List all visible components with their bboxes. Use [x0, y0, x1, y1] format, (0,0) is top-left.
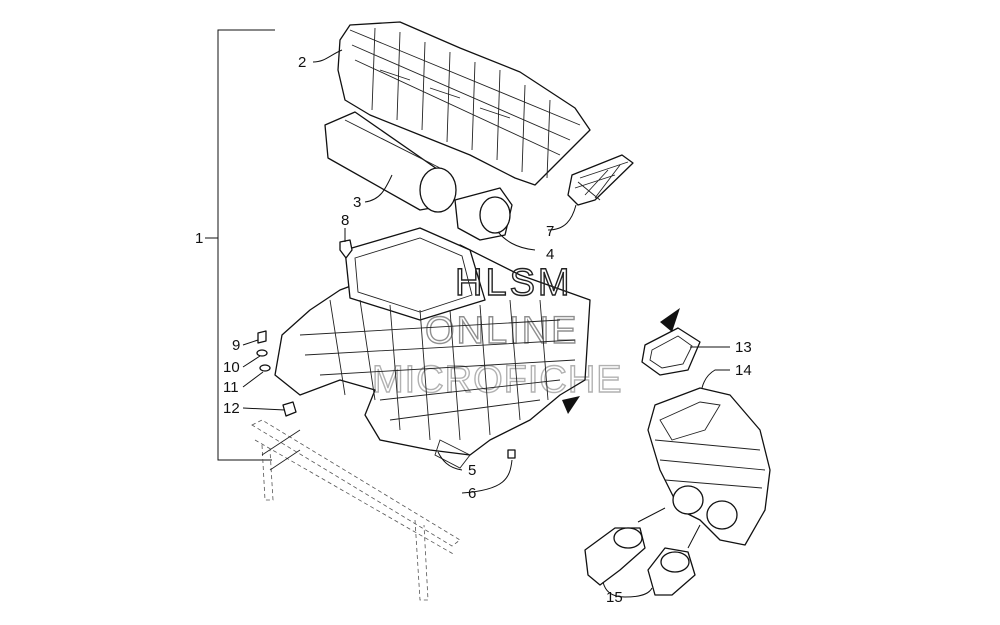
callout-12: 12 — [223, 400, 240, 417]
callout-8: 8 — [341, 212, 349, 229]
hardware-parts — [256, 239, 516, 459]
callout-2: 2 — [298, 54, 306, 71]
callout-14: 14 — [735, 362, 752, 379]
callout-7: 7 — [546, 223, 554, 240]
watermark: HLSM ONLINE MICROFICHE — [371, 261, 623, 401]
callout-11: 11 — [223, 379, 239, 396]
intake-screen — [567, 154, 634, 206]
air-filter-element — [324, 111, 457, 213]
watermark-line-2: ONLINE — [425, 310, 578, 352]
callout-4: 4 — [546, 246, 554, 263]
callout-6: 6 — [468, 485, 476, 502]
callout-15: 15 — [606, 589, 623, 606]
callout-10: 10 — [223, 359, 240, 376]
watermark-line-1: HLSM — [455, 262, 573, 304]
callout-5: 5 — [468, 462, 476, 479]
assembly-bracket — [205, 29, 275, 461]
intake-boot-assembly — [584, 327, 771, 596]
callout-13: 13 — [735, 339, 752, 356]
callout-1: 1 — [195, 230, 203, 247]
leader-lines — [242, 49, 730, 598]
lower-airbox-tray — [274, 227, 591, 469]
callout-9: 9 — [232, 337, 240, 354]
frame-rail — [251, 419, 461, 601]
arrow-markers — [562, 308, 680, 414]
watermark-line-3: MICROFICHE — [372, 359, 623, 401]
silencer-upper-housing — [337, 21, 591, 186]
callout-3: 3 — [353, 194, 361, 211]
callout-labels: 1 2 3 4 5 6 7 8 9 10 11 12 13 14 15 — [195, 54, 752, 606]
secondary-filter — [454, 187, 513, 241]
